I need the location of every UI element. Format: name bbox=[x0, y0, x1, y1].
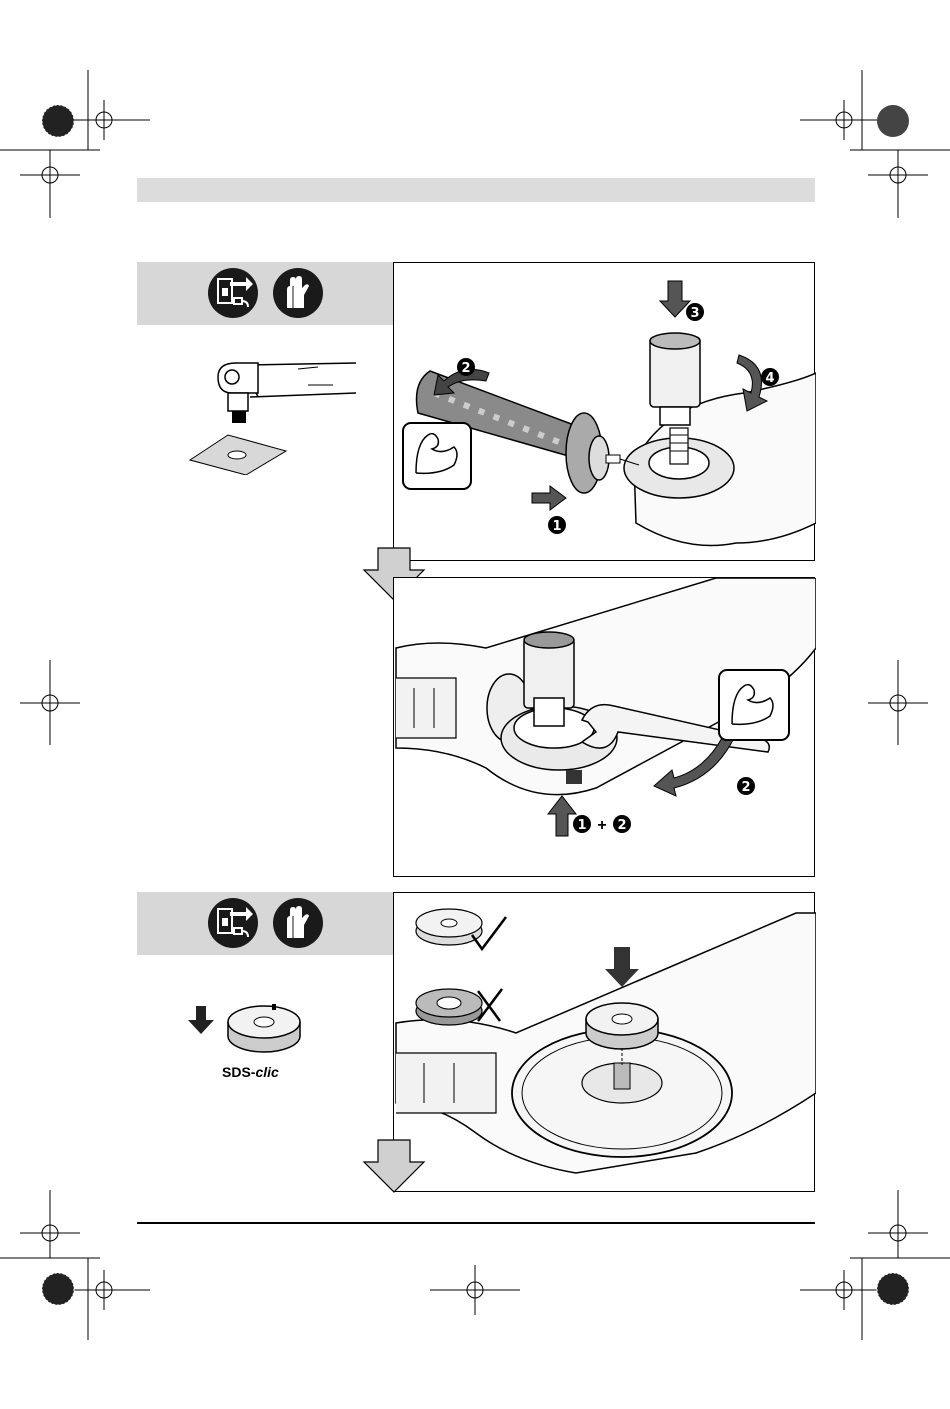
sds-clic-prefix: SDS- bbox=[222, 1064, 255, 1080]
callout-3: 3 bbox=[690, 306, 699, 321]
figure-step-1: 3 4 2 1 bbox=[393, 262, 815, 561]
header-band bbox=[137, 178, 815, 202]
sds-clic-suffix: clic bbox=[255, 1064, 278, 1080]
sds-clic-nut bbox=[188, 994, 318, 1064]
unplug-icon bbox=[208, 268, 258, 318]
callout-2: 2 bbox=[617, 818, 626, 833]
unplug-icon bbox=[208, 898, 258, 948]
next-step-arrow bbox=[362, 1139, 426, 1193]
plus-sign: + bbox=[597, 817, 606, 834]
sds-clic-label: SDS-clic bbox=[222, 1064, 279, 1080]
callout-4: 4 bbox=[765, 371, 774, 386]
callout-1: 1 bbox=[577, 818, 586, 833]
grinder-wheel-sketch bbox=[188, 355, 358, 475]
footer-rule bbox=[137, 1222, 815, 1224]
figure-step-2: 2 1 + 2 bbox=[393, 577, 815, 877]
callout-1: 1 bbox=[552, 519, 561, 534]
figure-step-3 bbox=[393, 892, 815, 1192]
safety-panel-2 bbox=[137, 892, 393, 955]
gloves-icon bbox=[273, 898, 323, 948]
callout-2: 2 bbox=[461, 361, 470, 376]
callout-2b: 2 bbox=[741, 780, 750, 795]
gloves-icon bbox=[273, 268, 323, 318]
safety-panel-1 bbox=[137, 262, 393, 325]
